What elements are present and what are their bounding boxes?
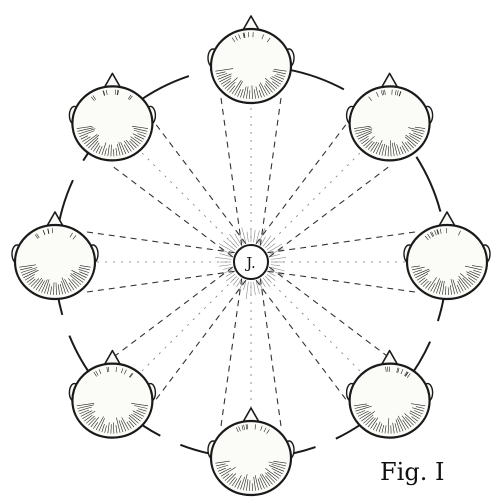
head-outline xyxy=(350,86,430,160)
head xyxy=(12,212,98,299)
center-glow-stroke xyxy=(215,257,231,259)
head xyxy=(208,408,294,495)
center-glow-stroke xyxy=(223,241,235,250)
head xyxy=(404,212,490,299)
head-outline xyxy=(72,364,152,438)
center-glow-stroke xyxy=(269,249,283,255)
nose-tuft xyxy=(439,212,455,226)
head-outline xyxy=(407,225,487,299)
head-outline xyxy=(211,29,291,103)
head-outline xyxy=(15,225,95,299)
center-glow-stroke xyxy=(254,282,256,295)
head xyxy=(69,73,155,160)
center-glow-stroke xyxy=(271,265,280,266)
center-glow-stroke xyxy=(229,240,237,248)
center-glow-stroke xyxy=(268,272,275,276)
center-glow-stroke xyxy=(247,232,248,242)
head-outline xyxy=(72,86,152,160)
center-glow-stroke xyxy=(226,274,235,281)
center-glow-stroke xyxy=(269,270,283,276)
head-outline xyxy=(211,421,291,495)
center-glow-stroke xyxy=(263,236,271,246)
center-glow-stroke xyxy=(237,279,241,287)
center-glow-stroke xyxy=(259,228,265,243)
center-glow-stroke xyxy=(229,234,238,246)
nose-tuft xyxy=(243,408,259,422)
center-glow-stroke xyxy=(271,257,286,259)
center-label: J. xyxy=(244,254,256,272)
center-glow-stroke xyxy=(254,230,256,242)
center-glow-stroke xyxy=(265,239,274,248)
nose-tuft xyxy=(104,351,120,365)
figure-label: Fig. I xyxy=(380,458,444,486)
head-outline xyxy=(350,364,430,438)
center-glow-stroke xyxy=(219,265,231,267)
center-glow-stroke xyxy=(246,282,248,299)
nose-tuft xyxy=(382,351,398,365)
center-glow-stroke xyxy=(261,279,265,286)
head xyxy=(347,73,433,160)
center-node: J. xyxy=(234,245,268,279)
head xyxy=(208,16,294,103)
